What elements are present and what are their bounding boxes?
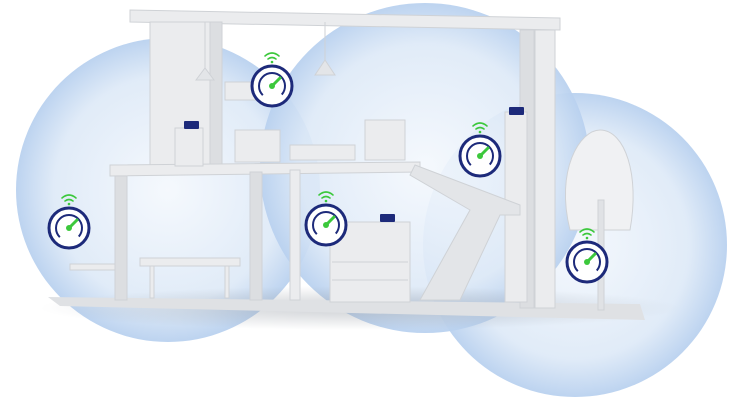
routers <box>184 107 524 222</box>
router-icon <box>509 107 524 115</box>
wifi-icon <box>579 228 595 240</box>
wifi-icon <box>61 194 77 206</box>
wifi-icon <box>318 191 334 203</box>
router-icon <box>380 214 395 222</box>
wifi-icon <box>264 52 280 64</box>
ground-slab <box>48 297 645 320</box>
wifi-icon <box>472 122 488 134</box>
house <box>69 9 634 311</box>
speed-icon-left-wall <box>47 194 91 250</box>
ceiling-lamps <box>195 22 336 81</box>
speed-icon-stair-tower <box>458 122 502 178</box>
speed-icon-upper-floor <box>250 52 294 108</box>
speed-icon-garden-tree <box>565 228 609 284</box>
router-icon <box>184 121 199 129</box>
speed-icon-ground-floor <box>304 191 348 247</box>
